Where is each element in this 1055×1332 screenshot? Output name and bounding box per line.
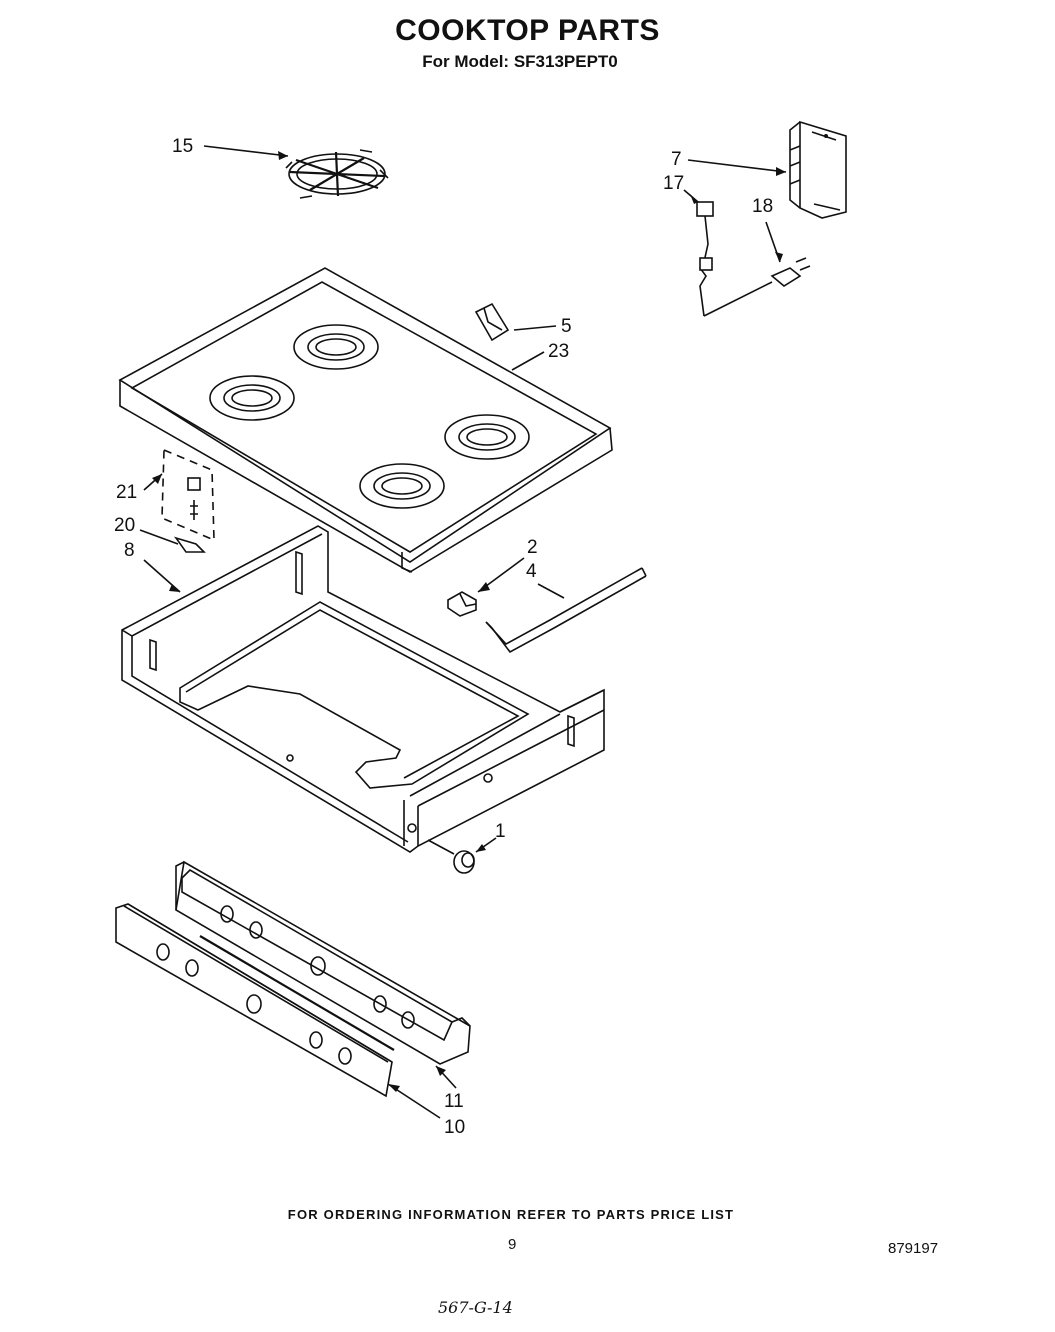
svg-text:1: 1 (495, 821, 506, 842)
callout-10: 10 (387, 1083, 465, 1138)
page-title: COOKTOP PARTS (395, 14, 660, 47)
part-17-connector (696, 201, 714, 317)
part-11-control-bracket (175, 860, 471, 1065)
svg-text:2: 2 (527, 537, 538, 558)
callout-18: 18 (752, 196, 783, 263)
svg-text:23: 23 (548, 341, 569, 362)
svg-text:21: 21 (116, 482, 137, 503)
page-number: 9 (508, 1236, 517, 1253)
callout-4: 4 (526, 561, 565, 599)
callout-15: 15 (172, 136, 289, 160)
callout-23: 23 (511, 341, 569, 371)
svg-text:17: 17 (663, 173, 684, 194)
callout-11: 11 (435, 1065, 464, 1112)
model-subtitle: For Model: SF313PEPT0 (422, 52, 618, 71)
callout-7: 7 (671, 149, 787, 176)
part-21-orifice-assembly (161, 448, 215, 542)
svg-text:8: 8 (124, 540, 135, 561)
part-20-orifice-holder (173, 536, 206, 553)
part-4-tube (485, 567, 647, 654)
svg-text:11: 11 (444, 1091, 464, 1112)
part-18-power-cord (703, 257, 811, 317)
part-15-burner-grate (285, 149, 389, 199)
part-8-burner-box (121, 525, 605, 853)
callout-20: 20 (114, 515, 179, 545)
callout-21: 21 (116, 473, 163, 503)
svg-text:10: 10 (444, 1117, 465, 1138)
part-1-burner-knob (427, 839, 475, 874)
part-7-box-bracket (789, 120, 847, 219)
callout-17: 17 (663, 173, 699, 204)
svg-text:7: 7 (671, 149, 682, 170)
part-23-cooktop (118, 267, 613, 573)
handwritten-note: 567-G-14 (438, 1298, 513, 1317)
svg-text:4: 4 (526, 561, 537, 582)
svg-text:18: 18 (752, 196, 773, 217)
svg-text:5: 5 (561, 316, 572, 337)
ordering-note: FOR ORDERING INFORMATION REFER TO PARTS … (287, 1207, 735, 1222)
part-10-control-panel (115, 903, 395, 1098)
svg-text:20: 20 (114, 515, 135, 536)
svg-text:15: 15 (172, 136, 193, 157)
callout-2: 2 (477, 537, 538, 593)
callout-5: 5 (513, 316, 572, 337)
part-5-clip (474, 302, 510, 342)
callout-8: 8 (124, 540, 181, 593)
part-2-knob (447, 591, 477, 617)
document-number: 879197 (888, 1240, 939, 1257)
callout-1: 1 (475, 821, 506, 853)
